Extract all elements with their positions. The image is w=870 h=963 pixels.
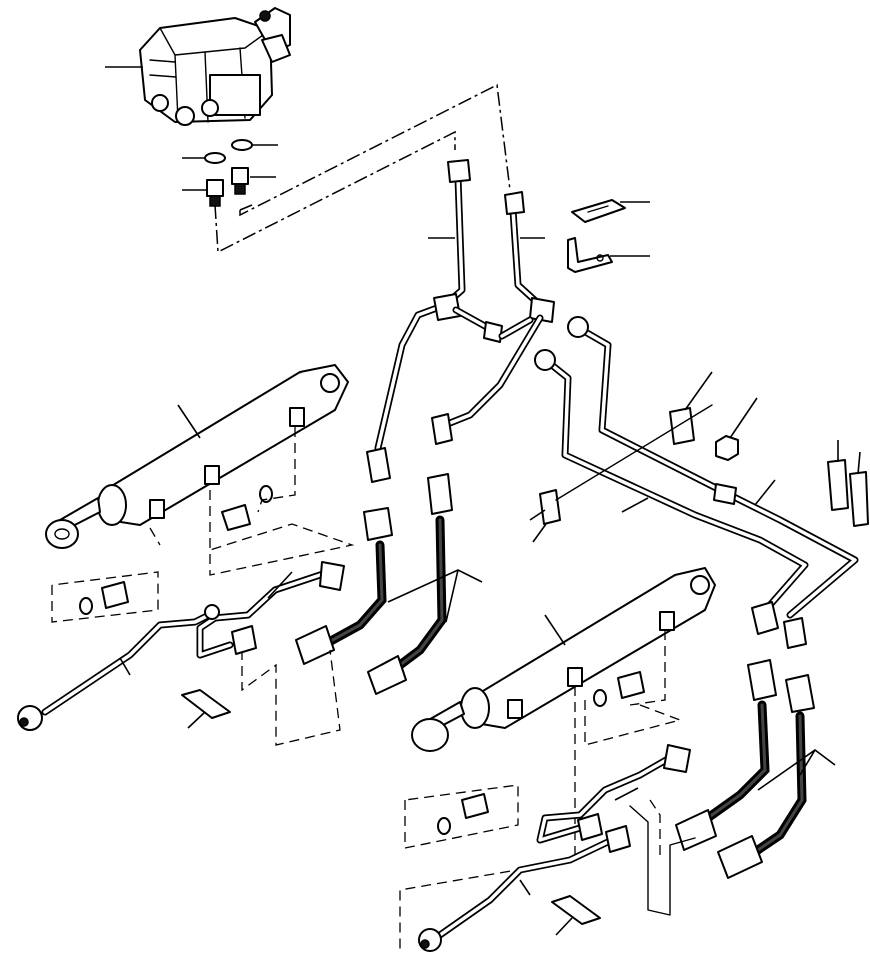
- adapter-right-cyl-rear: [617, 671, 645, 699]
- o-ring-left-cyl-front: [79, 597, 93, 615]
- small-bracket-center: [539, 489, 561, 525]
- steel-tube-long-inner: [544, 358, 809, 609]
- adapter-fitting-right: [231, 167, 249, 195]
- mounting-bracket-lower: [567, 237, 613, 273]
- elbow-fitting-left: [366, 447, 391, 483]
- elbow-fitting-center: [431, 413, 453, 445]
- steel-tube-right-upper: [504, 191, 544, 309]
- tee-fitting-right: [529, 297, 555, 323]
- steel-tube-right-lower: [418, 744, 691, 952]
- adapter-left-cyl-rear: [221, 504, 251, 531]
- o-ring-left-cyl-rear: [259, 485, 273, 503]
- hydraulic-cylinder-left: [45, 364, 349, 549]
- hydraulic-hose-right-a: [675, 659, 777, 851]
- steel-tube-left-lower: [17, 561, 345, 731]
- union-nut-right-a: [567, 316, 589, 338]
- clamp-bracket-right: [551, 895, 601, 925]
- clip-plate: [669, 407, 695, 445]
- hydraulic-cylinder-right: [411, 567, 716, 752]
- steel-tube-long-outer: [578, 326, 859, 619]
- o-ring-right: [231, 139, 253, 151]
- o-ring-right-cyl-front: [437, 817, 451, 835]
- clamp-bracket-left: [181, 689, 231, 719]
- steel-tube-crossover: [441, 314, 544, 429]
- hydraulic-hose-left: [295, 507, 393, 665]
- adapter-fitting-left: [206, 179, 224, 207]
- spacer-plate-a: [827, 459, 849, 511]
- union-nut-center: [483, 321, 503, 343]
- straight-fitting-right: [577, 813, 603, 841]
- tube-clamp: [713, 483, 737, 505]
- steel-tube-left-upper: [374, 159, 471, 452]
- elbow-fitting-right-a: [751, 601, 779, 635]
- o-ring-right-cyl-rear: [593, 689, 607, 707]
- control-valve: [139, 7, 291, 126]
- mounting-bracket-upper: [571, 199, 626, 223]
- union-nut-right-b: [534, 349, 556, 371]
- adapter-left-cyl-front: [101, 581, 129, 609]
- spacer-plate-b: [849, 471, 869, 527]
- elbow-fitting-right-b: [783, 617, 807, 649]
- straight-fitting-left: [231, 625, 257, 655]
- adapter-right-cyl-front: [461, 793, 489, 819]
- hydraulic-hose-right: [367, 473, 453, 695]
- hex-cap: [715, 435, 739, 461]
- o-ring-left: [204, 152, 226, 164]
- hydraulic-hose-right-b: [717, 674, 815, 879]
